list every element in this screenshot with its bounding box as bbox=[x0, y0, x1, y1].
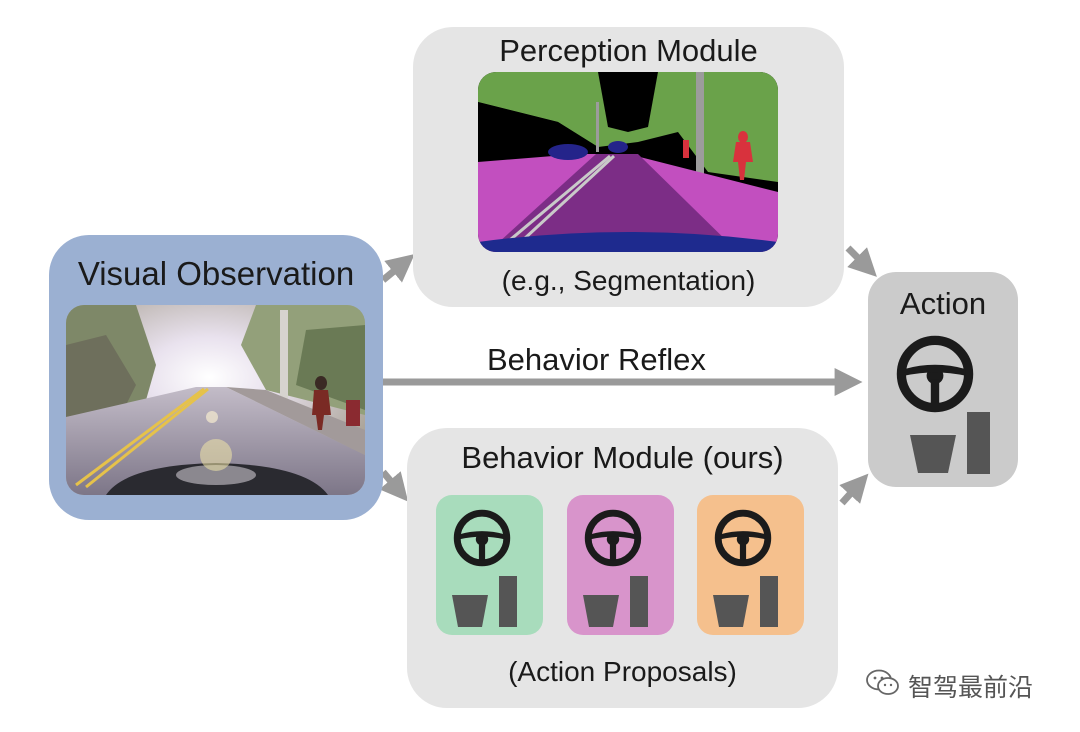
steering-wheel-icon bbox=[712, 507, 774, 569]
action-proposal-1 bbox=[436, 495, 543, 635]
arrow-behavior-to-action bbox=[839, 473, 869, 506]
throttle-bar-icon bbox=[499, 576, 517, 627]
behavior-module-caption: (Action Proposals) bbox=[508, 656, 737, 687]
behavior-module-box: Behavior Module (ours) bbox=[407, 428, 838, 708]
pedal-icon bbox=[583, 595, 619, 632]
arrow-to-behavior bbox=[379, 469, 409, 502]
action-proposal-2 bbox=[567, 495, 674, 635]
throttle-bar-icon bbox=[760, 576, 778, 627]
action-title: Action bbox=[899, 286, 987, 321]
perception-module-box: Perception Module bbox=[413, 27, 844, 307]
arrow-to-perception bbox=[380, 254, 415, 283]
pedal-icon bbox=[713, 595, 749, 632]
driving-camera-image bbox=[66, 305, 365, 495]
visual-observation-box: Visual Observation bbox=[49, 235, 383, 520]
segmentation-image bbox=[478, 72, 778, 252]
behavior-module-title: Behavior Module (ours) bbox=[461, 440, 784, 475]
watermark-text: 智驾最前沿 bbox=[908, 673, 1034, 702]
steering-wheel-icon bbox=[582, 507, 644, 569]
behavior-reflex-label: Behavior Reflex bbox=[487, 342, 706, 377]
pedal-icon bbox=[910, 435, 956, 478]
perception-module-caption: (e.g., Segmentation) bbox=[501, 265, 756, 296]
steering-wheel-icon bbox=[893, 332, 977, 416]
steering-wheel-icon bbox=[451, 507, 513, 569]
arrow-perception-to-action bbox=[845, 245, 877, 277]
throttle-bar-icon bbox=[967, 412, 990, 474]
throttle-bar-icon bbox=[630, 576, 648, 627]
watermark: 智驾最前沿 bbox=[866, 668, 1066, 704]
action-proposal-3 bbox=[697, 495, 804, 635]
perception-module-title: Perception Module bbox=[499, 33, 758, 68]
pedal-icon bbox=[452, 595, 488, 632]
visual-observation-title: Visual Observation bbox=[77, 255, 355, 292]
wechat-icon bbox=[866, 669, 900, 703]
action-box: Action bbox=[868, 272, 1018, 487]
